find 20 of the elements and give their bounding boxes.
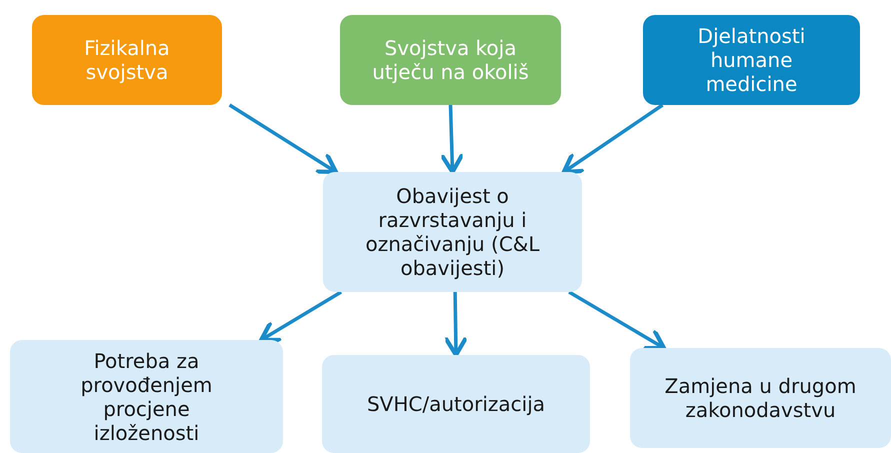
process-box [32, 15, 222, 105]
arrow [228, 104, 338, 174]
arrow [443, 292, 468, 358]
arrow [562, 104, 664, 174]
process-box [630, 348, 891, 448]
process-box [340, 15, 561, 105]
process-box [643, 15, 860, 105]
process-box [323, 172, 582, 292]
arrow [259, 290, 342, 342]
box-label: Fizikalna svojstva [83, 36, 171, 84]
box-label: Djelatnosti humane medicine [696, 24, 806, 96]
box-label: Obavijest o razvrstavanju i označivanju (C&L obavijesti) [364, 184, 541, 280]
process-box [10, 340, 283, 453]
process-box [322, 355, 590, 453]
box-label: Zamjena u drugom zakonodavstvu [664, 374, 858, 422]
box-label: SVHC/autorizacija [366, 392, 546, 416]
box-label: Potreba za provođenjem procjene izloženosti [80, 348, 214, 444]
box-label: Svojstva koja utječu na okoliš [371, 36, 530, 84]
arrow [439, 104, 465, 174]
arrow [568, 290, 666, 350]
